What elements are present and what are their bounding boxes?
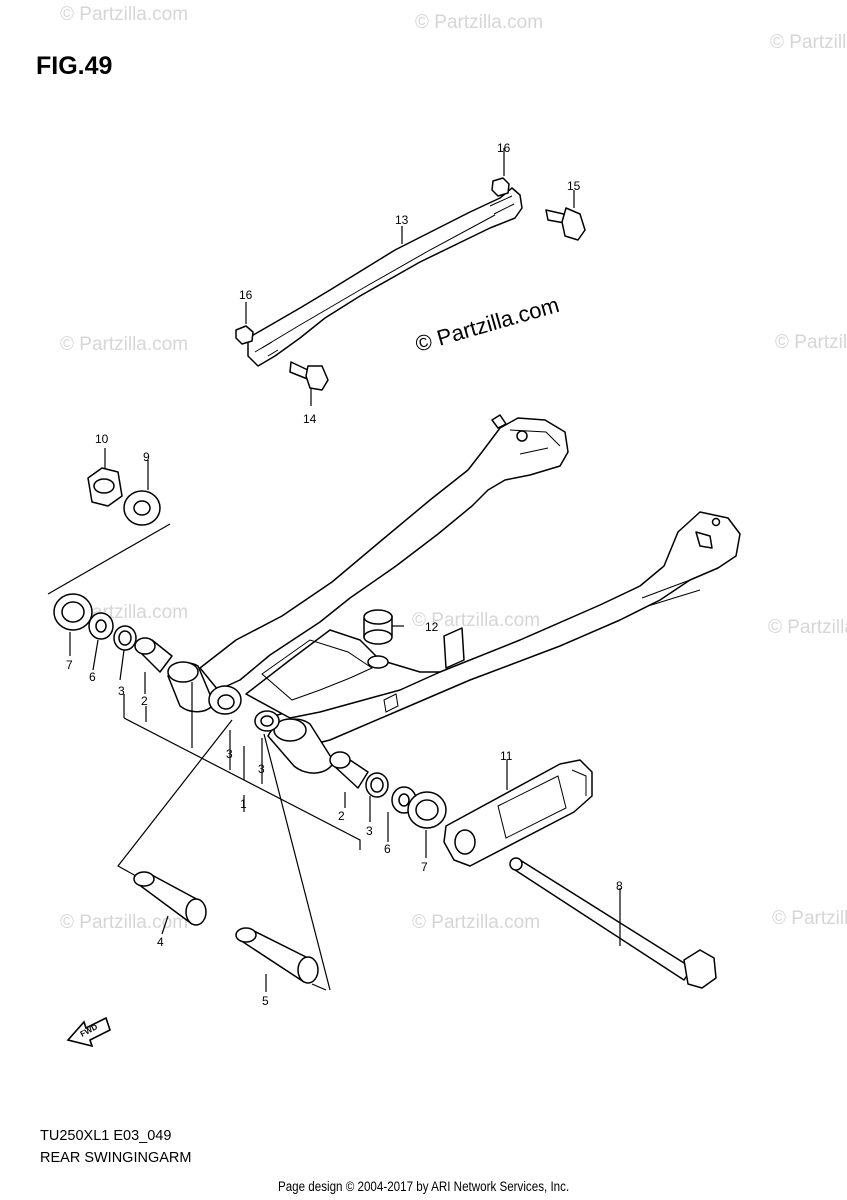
callout-3: 3 [118,684,125,698]
right-hardware-drawing [329,751,717,989]
watermark: © Partzilla.com [772,908,847,929]
callout-7: 7 [66,658,73,672]
callout-13: 13 [395,213,409,227]
watermark: © Partzilla.com [60,334,188,355]
callout-16: 16 [239,288,253,302]
callout-2: 2 [141,694,148,708]
callout-3: 3 [366,824,373,838]
left-hardware-drawing [53,467,319,984]
callout-7: 7 [421,860,428,874]
callout-5: 5 [262,994,269,1008]
watermark: © Partzilla.com [60,4,188,25]
callouts: 1 2 2 3 3 3 3 4 5 6 6 7 7 8 9 10 11 12 1… [66,141,623,1008]
stay-bracket-drawing [235,177,586,391]
callout-4: 4 [157,935,164,949]
model-code: TU250XL1 E03_049 [40,1128,172,1144]
callout-16: 16 [497,141,511,155]
callout-9: 9 [143,450,150,464]
callout-10: 10 [95,432,109,446]
callout-15: 15 [567,179,581,193]
watermark: © Partzilla.com [412,912,540,933]
watermark: © Partzilla.com [60,912,188,933]
watermark: © Partzilla.com [412,610,540,631]
watermark: © Partzilla.com [775,332,847,353]
callout-6: 6 [384,842,391,856]
leader-lines [47,148,621,992]
callout-11: 11 [500,749,513,763]
footer-credit: Page design © 2004-2017 by ARI Network S… [277,1179,570,1194]
bumper-drawing [363,609,393,669]
callout-1: 1 [240,797,247,811]
watermark-main: © Partzilla.com [412,292,561,357]
callout-3: 3 [258,762,265,776]
callout-12: 12 [425,620,439,634]
watermark: © Partzilla.com [768,617,847,638]
callout-2: 2 [338,809,345,823]
callout-6: 6 [89,670,96,684]
watermark: © Partzilla.com [415,12,543,33]
watermark-layer: © Partzilla.com © Partzilla.com © Partzi… [60,4,847,933]
fwd-arrow-icon: FWD [66,1016,111,1048]
swingarm-drawing [167,414,741,774]
section-name: REAR SWINGINGARM [40,1150,192,1166]
callout-3: 3 [226,747,233,761]
figure-number: FIG.49 [36,52,113,80]
watermark: © Partzilla.com [770,32,847,53]
callout-14: 14 [303,412,317,426]
callout-8: 8 [616,879,623,893]
